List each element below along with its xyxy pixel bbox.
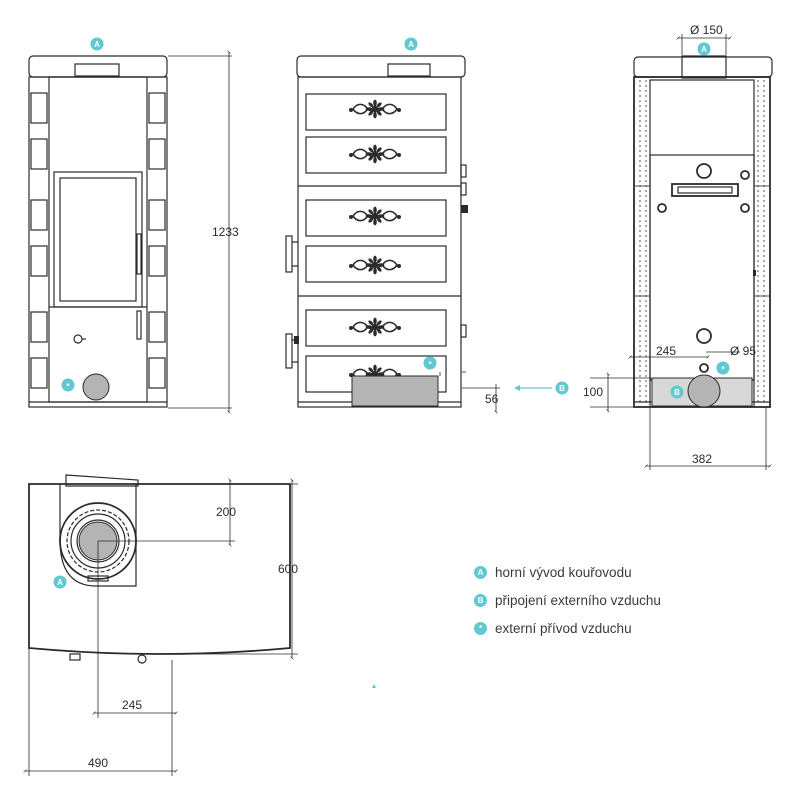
legend-badge-b: B [474, 593, 487, 607]
air-inlet-circle [82, 373, 110, 401]
back-view [590, 34, 773, 470]
dim-back-height: 100 [583, 385, 603, 399]
front-view [28, 50, 232, 414]
dim-flue-diameter: Ø 150 [690, 23, 723, 37]
back-air-circle [687, 374, 721, 408]
dim-back-offset: 245 [656, 344, 676, 358]
side-view [285, 55, 552, 414]
legend-badge-a: A [474, 565, 487, 579]
svg-text:B: B [559, 384, 565, 393]
legend-text-b: připojení externího vzduchu [495, 592, 661, 608]
dim-side-offset: 56 [485, 392, 499, 406]
svg-text:A: A [701, 45, 707, 54]
dim-top-offset: 245 [122, 698, 142, 712]
legend-item-a: A horní vývod kouřovodu [474, 558, 661, 586]
svg-text:*: * [66, 382, 70, 391]
back-side-columns [634, 80, 770, 405]
svg-text:A: A [408, 40, 414, 49]
svg-text:B: B [674, 388, 680, 397]
svg-text:A: A [57, 578, 63, 587]
badge-b-back: B [670, 385, 684, 399]
badge-star-front: * [61, 378, 75, 392]
badge-a-front: A [90, 37, 104, 51]
legend: A horní vývod kouřovodu B připojení exte… [474, 558, 661, 642]
badge-a-back: A [697, 42, 711, 56]
top-view [23, 474, 376, 776]
front-tiles [30, 92, 166, 389]
legend-text-a: horní vývod kouřovodu [495, 564, 632, 580]
svg-text:*: * [428, 360, 432, 369]
dim-back-width: 382 [692, 452, 712, 466]
dim-air-diameter: Ø 95 [730, 344, 756, 358]
legend-item-star: * externí přívod vzduchu [474, 614, 661, 642]
badge-b-side: B [555, 381, 569, 395]
dim-height: 1233 [212, 225, 239, 239]
legend-badge-star: * [474, 621, 487, 635]
external-air-duct [351, 375, 439, 407]
dim-top-depth-offset: 200 [216, 505, 236, 519]
legend-item-b: B připojení externího vzduchu [474, 586, 661, 614]
svg-text:A: A [94, 40, 100, 49]
dim-top-width: 490 [88, 756, 108, 770]
legend-text-star: externí přívod vzduchu [495, 620, 632, 636]
badge-a-top: A [53, 575, 67, 589]
badge-star-side: * [423, 356, 437, 370]
badge-a-side: A [404, 37, 418, 51]
badge-star-back: * [716, 361, 730, 375]
svg-text:*: * [721, 365, 725, 374]
dim-top-depth: 600 [278, 562, 298, 576]
